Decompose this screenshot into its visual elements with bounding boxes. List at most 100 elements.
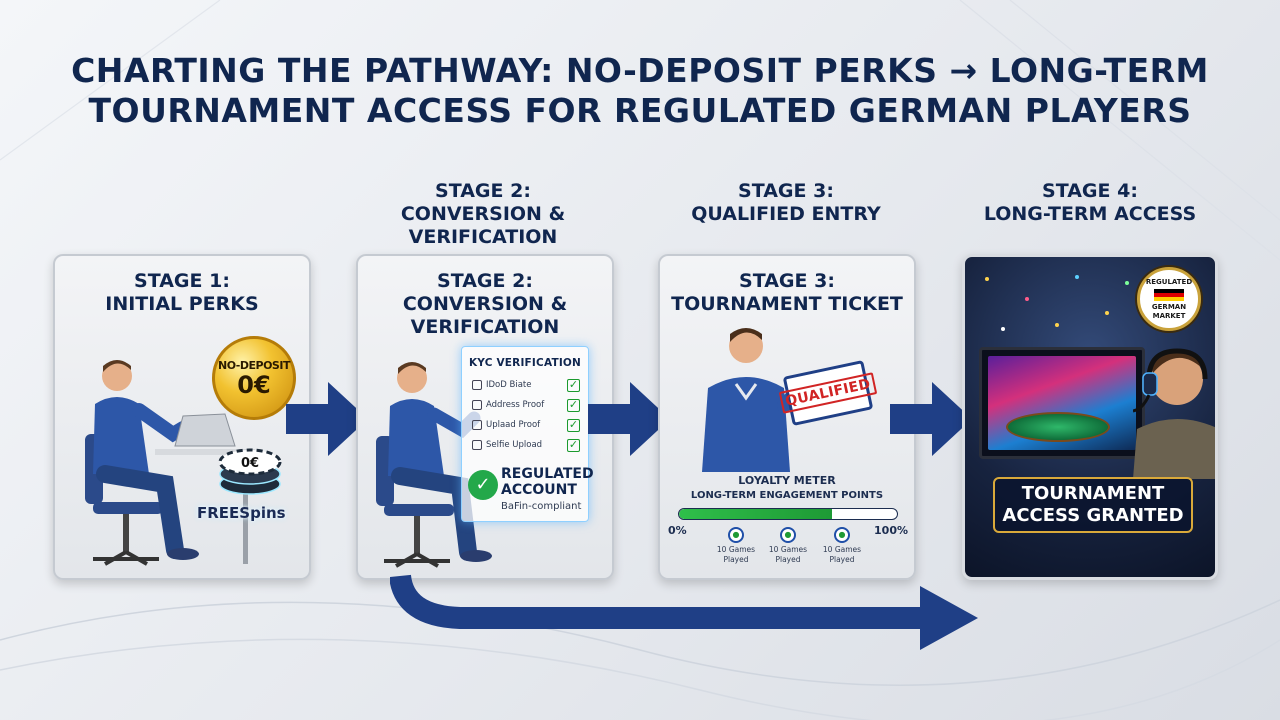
stage-2-above-label: STAGE 2: CONVERSION & VERIFICATION xyxy=(353,180,613,249)
stage-3-above-label: STAGE 3: QUALIFIED ENTRY xyxy=(656,180,916,226)
milestone-3-line-2: Played xyxy=(829,555,855,564)
confetti-dot xyxy=(1055,323,1059,327)
player-legs-shape xyxy=(391,467,477,561)
flow-arrow-3-icon xyxy=(890,382,972,456)
germany-flag-icon xyxy=(1154,288,1184,301)
bafin-compliant-label: BaFin-compliant xyxy=(501,501,582,512)
regulated-german-market-seal: REGULATED GERMAN MARKET xyxy=(1137,267,1201,331)
kyc-title: KYC VERIFICATION xyxy=(468,357,582,369)
arrow-1-shape xyxy=(286,382,368,456)
milestone-ring-icon: ● xyxy=(780,527,796,543)
kyc-item-4: Selfie Upload ✓ xyxy=(472,437,580,453)
stage-3-above-line-2: QUALIFIED ENTRY xyxy=(691,203,881,225)
document-icon xyxy=(472,380,482,390)
stage-3-heading-line-2: TOURNAMENT TICKET xyxy=(671,293,903,315)
stage-3-heading: STAGE 3: TOURNAMENT TICKET xyxy=(660,270,914,316)
document-icon xyxy=(472,420,482,430)
milestone-1-line-2: Played xyxy=(723,555,749,564)
curved-arrow-head xyxy=(920,586,978,650)
desk-top-shape xyxy=(155,449,255,455)
stage-1-card: STAGE 1: INITIAL PERKS NO-DEPOSIT 0€ 0€ … xyxy=(53,254,311,580)
confetti-dot xyxy=(1125,281,1129,285)
confetti-dot xyxy=(1075,275,1079,279)
tournament-monitor xyxy=(979,347,1145,459)
milestone-badge-3: ● 10 Games Played xyxy=(812,527,872,565)
stage-1-heading-line-1: STAGE 1: xyxy=(134,270,230,292)
qualified-stamp: QUALIFIED xyxy=(778,372,878,414)
stage-4-above-line-2: LONG-TERM ACCESS xyxy=(983,203,1197,225)
stage-4-card: REGULATED GERMAN MARKET TOURNAMENT ACCES… xyxy=(962,254,1218,580)
stage-4-above-line-1: STAGE 4: xyxy=(1042,180,1138,202)
stage-2-above-line-2: CONVERSION & xyxy=(400,203,566,225)
granted-line-1: TOURNAMENT xyxy=(1021,483,1165,504)
coin-value-label: 0€ xyxy=(237,370,271,399)
curved-arrow-shaft xyxy=(390,574,920,629)
headset-mic-shape xyxy=(1133,394,1151,413)
player-legs-shape xyxy=(96,465,184,559)
player-shirt-shape xyxy=(1133,419,1215,479)
kyc-item-1: IDoD Biate ✓ xyxy=(472,377,580,393)
chair-seat-shape xyxy=(93,502,163,514)
player-shoe-shape xyxy=(460,550,492,562)
stage-2-heading: STAGE 2: CONVERSION & VERIFICATION xyxy=(358,270,612,339)
player-hoodie-shape xyxy=(93,397,149,474)
kyc-item-1-label: IDoD Biate xyxy=(486,380,532,390)
stage-2-heading-line-1: STAGE 2: xyxy=(437,270,533,292)
chip-value-label: 0€ xyxy=(241,456,259,471)
verified-check-icon: ✓ xyxy=(468,470,498,500)
flow-arrow-2-icon xyxy=(588,382,670,456)
checkbox-checked-icon: ✓ xyxy=(567,377,580,392)
arrow-3-shape xyxy=(890,382,972,456)
regulated-account-label: REGULATED ACCOUNT xyxy=(501,466,594,498)
regulated-account-line-1: REGULATED xyxy=(501,466,594,482)
milestone-ring-icon: ● xyxy=(728,527,744,543)
main-title-line-2: TOURNAMENT ACCESS FOR REGULATED GERMAN P… xyxy=(88,91,1192,130)
chair-post-shape xyxy=(123,514,129,554)
player-hoodie-shape xyxy=(702,377,790,472)
loyalty-progress-bar xyxy=(678,508,898,520)
freespins-label: FREESpins xyxy=(197,504,286,522)
headset-band-shape xyxy=(1146,348,1208,380)
milestone-ring-icon: ● xyxy=(834,527,850,543)
verifying-player-illustration xyxy=(376,362,492,568)
seal-line-2: GERMAN xyxy=(1151,302,1187,311)
stage-2-card: STAGE 2: CONVERSION & VERIFICATION KYC V… xyxy=(356,254,614,580)
stage-2-above-line-3: VERIFICATION xyxy=(408,226,558,248)
flow-arrow-1-icon xyxy=(286,382,368,456)
player-shoe-shape xyxy=(167,548,199,560)
document-icon xyxy=(472,440,482,450)
milestone-3-line-1: 10 Games xyxy=(822,545,862,554)
milestone-1-line-1: 10 Games xyxy=(716,545,756,554)
milestone-2-line-1: 10 Games xyxy=(768,545,808,554)
seated-player-illustration xyxy=(85,360,255,566)
player-hair-shape xyxy=(730,328,762,342)
stage-2-above-line-1: STAGE 2: xyxy=(435,180,531,202)
player-head-shape xyxy=(102,361,132,391)
confetti-dot xyxy=(985,277,989,281)
chip-top-shape xyxy=(218,448,282,476)
milestone-badge-2: ● 10 Games Played xyxy=(758,527,818,565)
tournament-access-granted-banner: TOURNAMENT ACCESS GRANTED xyxy=(993,477,1193,533)
long-term-curved-arrow-icon xyxy=(390,574,978,650)
confetti-dot xyxy=(1105,311,1109,315)
player-hair-shape xyxy=(103,360,131,372)
stage-1-heading-line-2: INITIAL PERKS xyxy=(105,293,259,315)
chair-base-shape xyxy=(93,550,159,566)
confetti-dot xyxy=(1001,327,1005,331)
regulated-account-line-2: ACCOUNT xyxy=(501,482,577,498)
loyalty-meter-title: LOYALTY METER xyxy=(738,474,836,487)
milestone-badge-1: ● 10 Games Played xyxy=(706,527,766,565)
hoodie-strings-shape xyxy=(734,383,758,401)
headset-earcup-icon xyxy=(1142,372,1158,396)
kyc-item-2-label: Address Proof xyxy=(486,400,545,410)
desk-leg-shape xyxy=(243,454,248,564)
stage-1-heading: STAGE 1: INITIAL PERKS xyxy=(55,270,309,316)
player-arm-shape xyxy=(132,403,190,443)
document-icon xyxy=(472,400,482,410)
loyalty-progress-fill xyxy=(679,509,832,519)
headset-player-illustration xyxy=(1133,348,1215,479)
player-head-shape xyxy=(729,329,763,363)
stage-3-above-line-1: STAGE 3: xyxy=(738,180,834,202)
checkbox-checked-icon: ✓ xyxy=(567,417,580,432)
chair-seat-shape xyxy=(384,504,454,516)
